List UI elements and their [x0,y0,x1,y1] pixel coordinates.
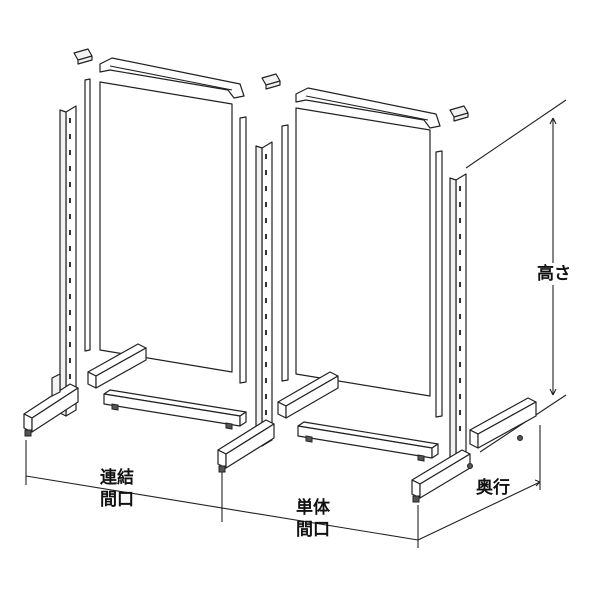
single-width-label: 単体 間口 [296,497,330,541]
back-panel-left [99,81,233,373]
link-width-line2: 間口 [100,490,134,510]
end-cap-left-b [261,73,281,90]
side-strip-left-a [84,78,91,352]
left-unit [23,48,281,473]
end-cap-right [449,105,469,122]
side-strip-right-b [435,150,443,418]
link-width-label: 連結 間口 [100,467,134,511]
back-panel-right [295,107,431,397]
single-width-line2: 間口 [296,520,330,540]
depth-label: 奥行 [476,478,510,498]
single-width-line1: 単体 [296,498,330,518]
side-strip-left-b [239,116,247,384]
right-unit [277,87,537,503]
side-strip-right-a [281,124,289,382]
link-width-line1: 連結 [100,468,134,488]
height-label: 高さ [536,263,572,285]
dimension-arrows [534,117,557,487]
end-cap-left-a [73,48,93,65]
